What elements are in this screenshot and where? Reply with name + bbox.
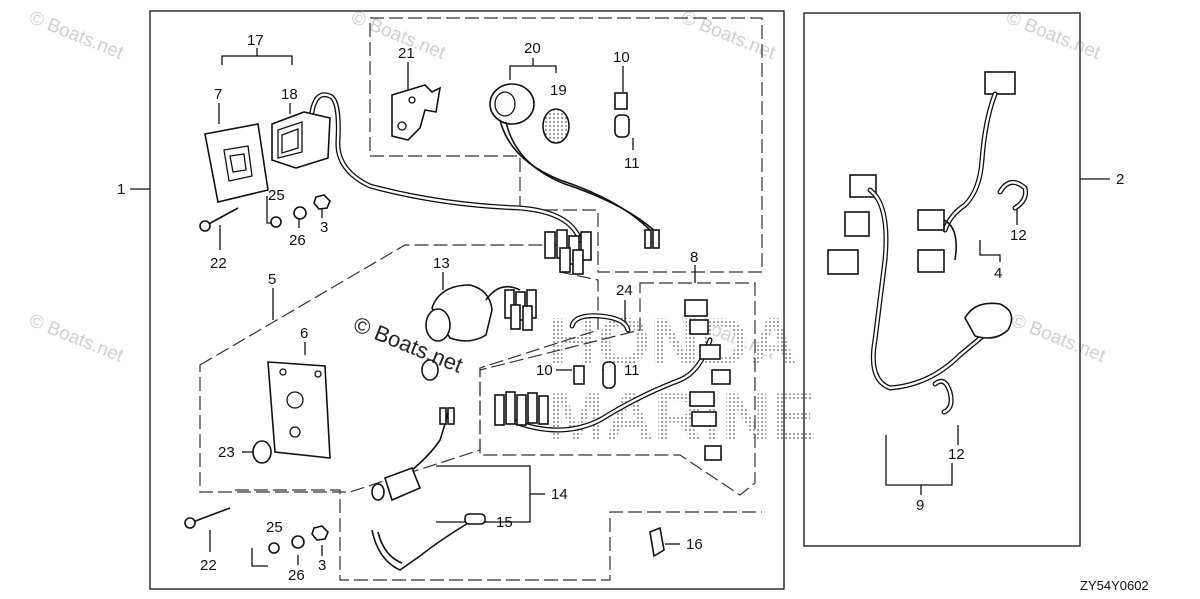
lanyard-15 <box>371 513 486 571</box>
clip-24 <box>570 314 630 332</box>
buzzer-20 <box>489 83 660 249</box>
callout-22: 22 <box>200 557 217 574</box>
gasket-plate-7 <box>204 123 269 203</box>
connector-cluster-top <box>544 229 592 275</box>
group-outline-8 <box>479 282 756 496</box>
clip-16 <box>649 526 665 558</box>
nut-3 <box>311 525 329 541</box>
clip-12 <box>998 181 1027 210</box>
callout-12: 12 <box>948 446 965 463</box>
sleeve-11 <box>602 361 616 389</box>
callout-11: 11 <box>624 362 640 379</box>
callout-20: 20 <box>524 40 541 57</box>
harness-8 <box>494 299 731 461</box>
switch-18 <box>271 111 331 169</box>
group-outline-5 <box>199 244 599 493</box>
watermark: © Boats.net <box>1003 7 1104 64</box>
washer-26 <box>291 535 305 549</box>
watermark: © Boats.net <box>26 310 127 367</box>
callout-1: 1 <box>117 181 125 198</box>
callout-18: 18 <box>281 86 298 103</box>
callout-2: 2 <box>1116 171 1124 188</box>
callout-10: 10 <box>536 362 553 379</box>
callout-25: 25 <box>266 519 283 536</box>
nut-3 <box>313 194 331 210</box>
watermark: © Boats.net <box>678 7 779 64</box>
washer-25 <box>270 216 282 228</box>
callout-25: 25 <box>268 187 285 204</box>
leader-lines <box>130 48 1110 567</box>
callout-9: 9 <box>916 497 924 514</box>
group-outline-20 <box>369 17 763 273</box>
group-outline-15 <box>235 489 762 581</box>
callout-19: 19 <box>550 82 567 99</box>
callout-26: 26 <box>289 232 306 249</box>
callout-labels: 1 2 3 3 4 5 6 7 8 9 10 10 11 11 12 12 13… <box>117 32 1124 584</box>
watermark: © Boats.net <box>26 7 127 64</box>
bracket-21 <box>391 84 442 141</box>
harness-wire <box>309 92 583 243</box>
watermark: © Boats.net <box>1008 310 1109 367</box>
screw-10 <box>614 92 628 110</box>
callout-10: 10 <box>613 49 630 66</box>
clip-12-lower <box>933 380 953 414</box>
sleeve-11 <box>614 114 630 138</box>
callout-22: 22 <box>210 255 227 272</box>
bolt-22-lower <box>184 507 231 529</box>
callout-5: 5 <box>268 271 276 288</box>
harness-wire <box>310 93 582 242</box>
screw-10 <box>573 365 585 385</box>
kit-frame-1 <box>149 10 785 590</box>
mount-plate-6 <box>267 361 331 459</box>
callout-26: 26 <box>288 567 305 584</box>
callout-17: 17 <box>247 32 264 49</box>
harness-9 <box>827 174 1013 391</box>
callout-3: 3 <box>318 557 326 574</box>
bolt-22 <box>199 207 239 232</box>
ignition-switch-13 <box>421 284 537 381</box>
callout-13: 13 <box>433 255 450 272</box>
callout-6: 6 <box>300 325 308 342</box>
callout-21: 21 <box>398 45 415 62</box>
harness-4 <box>917 71 1016 273</box>
callout-8: 8 <box>690 249 698 266</box>
callout-23: 23 <box>218 444 235 461</box>
washer-25 <box>268 542 280 554</box>
callout-7: 7 <box>214 86 222 103</box>
callout-16: 16 <box>686 536 703 553</box>
brand-line-2: MARINE <box>548 379 816 455</box>
stop-switch-14 <box>371 407 455 502</box>
callout-15: 15 <box>496 514 513 531</box>
callout-11: 11 <box>624 155 640 172</box>
disc-19 <box>542 108 570 144</box>
kit-frame-2 <box>803 12 1081 547</box>
callout-14: 14 <box>551 486 568 503</box>
diagram-code: ZY54Y0602 <box>1080 578 1149 593</box>
callout-24: 24 <box>616 282 633 299</box>
washer-26 <box>293 206 307 220</box>
callout-4: 4 <box>994 265 1002 282</box>
callout-12: 12 <box>1010 227 1027 244</box>
callout-3: 3 <box>320 219 328 236</box>
nut-23 <box>252 440 272 464</box>
